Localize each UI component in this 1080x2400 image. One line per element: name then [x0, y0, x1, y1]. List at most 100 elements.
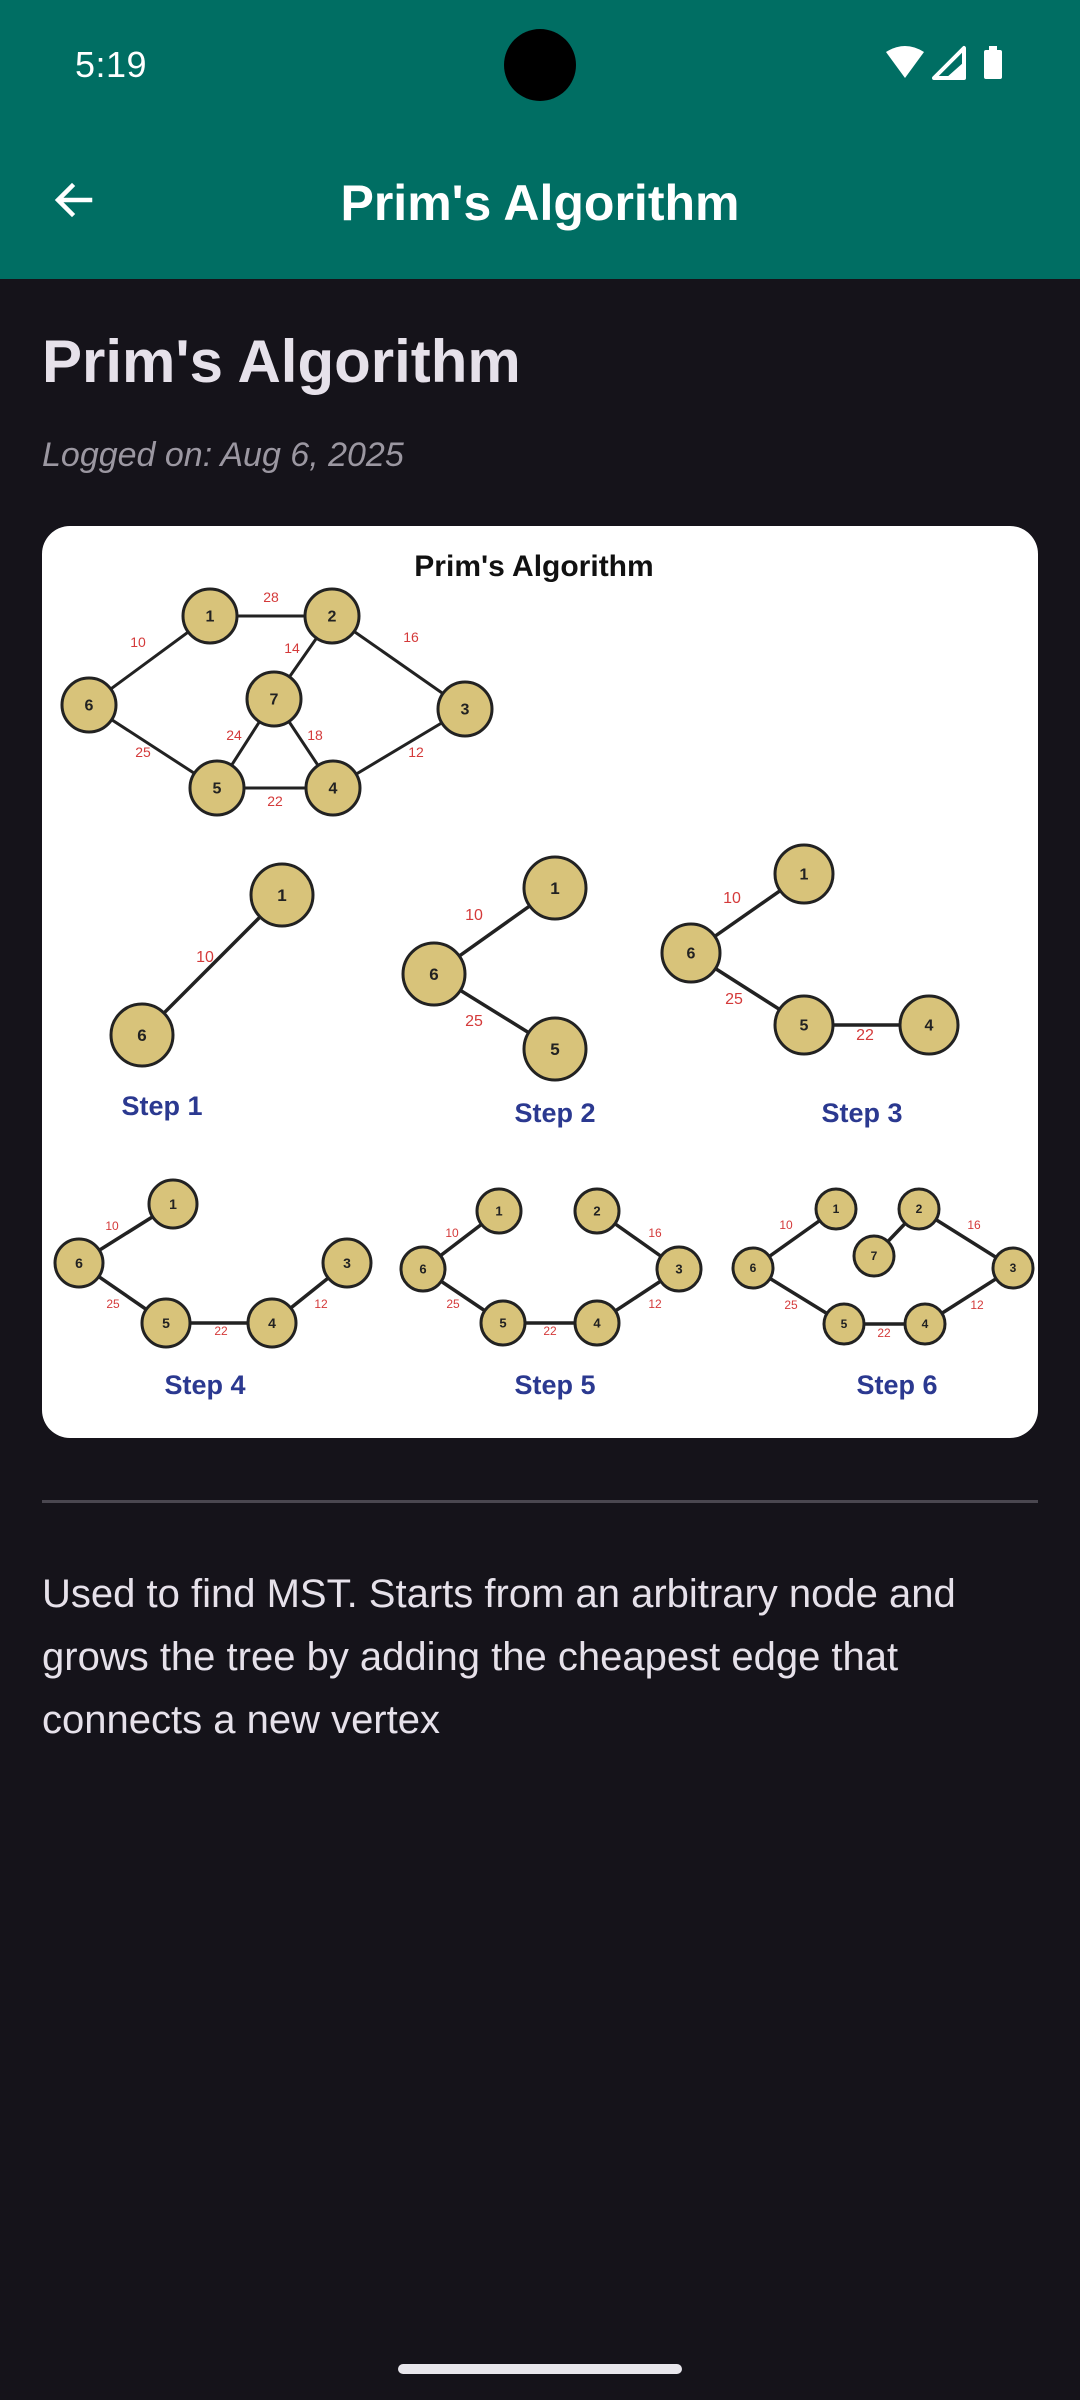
graph-node-label: 1 — [277, 886, 286, 905]
home-indicator[interactable] — [398, 2364, 682, 2374]
edge-weight-label: 22 — [856, 1027, 874, 1044]
graph-node-label: 6 — [137, 1026, 146, 1045]
step-label: Step 3 — [821, 1098, 902, 1128]
graph-node-label: 1 — [495, 1204, 502, 1219]
graph-node — [321, 1237, 373, 1289]
edge-weight-label: 10 — [723, 890, 741, 907]
edge-weight-label: 24 — [226, 727, 242, 743]
graph-node — [249, 862, 315, 928]
edge-weight-label: 22 — [877, 1326, 891, 1340]
edge-weight-label: 14 — [284, 640, 300, 656]
graph-node-label: 2 — [916, 1202, 923, 1216]
edge-weight-label: 22 — [543, 1324, 557, 1338]
graph-node — [399, 1245, 447, 1293]
divider — [42, 1500, 1038, 1503]
edge-weight-label: 25 — [784, 1298, 798, 1312]
status-icons — [884, 44, 1014, 84]
graph-node-label: 4 — [268, 1315, 276, 1331]
edge-weight-label: 22 — [267, 793, 283, 809]
step-label: Step 2 — [514, 1098, 595, 1128]
graph-node — [773, 843, 835, 905]
edge-weight-label: 12 — [970, 1298, 984, 1312]
graph-node — [188, 759, 246, 817]
graph-node — [573, 1299, 621, 1347]
edge-weight-label: 25 — [135, 744, 151, 760]
graph-node — [181, 587, 239, 645]
edge-weight-label: 16 — [967, 1218, 981, 1232]
graph-node — [898, 994, 960, 1056]
graph-node — [475, 1187, 523, 1235]
graph-node — [991, 1246, 1035, 1290]
graph-node-label: 5 — [499, 1316, 506, 1331]
edge-weight-label: 12 — [408, 744, 424, 760]
graph-node-label: 3 — [1010, 1261, 1017, 1275]
entry-title: Prim's Algorithm — [42, 328, 521, 395]
graph-node — [436, 680, 494, 738]
step-label: Step 4 — [164, 1370, 245, 1400]
edge-weight-label: 28 — [263, 589, 279, 605]
graph-node-label: 1 — [833, 1202, 840, 1216]
graph-node — [246, 1297, 298, 1349]
signal-icon — [932, 46, 966, 80]
graph-node — [814, 1187, 858, 1231]
graph-node-label: 7 — [270, 692, 279, 709]
graph-node — [109, 1002, 175, 1068]
graph-node-label: 7 — [871, 1249, 878, 1263]
graph-node-label: 4 — [593, 1316, 601, 1331]
graph-node-label: 6 — [419, 1262, 426, 1277]
graph-node-label: 6 — [750, 1261, 757, 1275]
graph-node — [655, 1245, 703, 1293]
status-bar: 5:19 — [0, 0, 1080, 130]
edge-weight-label: 25 — [106, 1297, 120, 1311]
edge-weight-label: 10 — [779, 1218, 793, 1232]
edge-weight-label: 10 — [445, 1226, 459, 1240]
step-label: Step 5 — [514, 1370, 595, 1400]
graph-node-label: 4 — [329, 781, 338, 798]
back-button[interactable] — [32, 158, 116, 242]
graph-node-label: 5 — [550, 1040, 559, 1059]
graph-node-label: 3 — [461, 702, 470, 719]
graph-node — [304, 759, 362, 817]
graph-node — [522, 1016, 588, 1082]
step-label: Step 6 — [856, 1370, 937, 1400]
graph-node — [147, 1178, 199, 1230]
graph-node — [897, 1187, 941, 1231]
graph-node-label: 6 — [429, 965, 438, 984]
graph-node — [522, 855, 588, 921]
edge-weight-label: 25 — [725, 991, 743, 1008]
status-time: 5:19 — [75, 44, 148, 85]
graph-node-label: 1 — [206, 609, 215, 626]
graph-node-label: 6 — [85, 698, 94, 715]
graph-node-label: 5 — [841, 1317, 848, 1331]
graph-node — [660, 922, 722, 984]
graph-node-label: 1 — [550, 879, 559, 898]
graph-node-label: 5 — [213, 781, 222, 798]
camera-cutout — [504, 29, 576, 101]
graph-edge — [140, 893, 284, 1037]
toolbar-title: Prim's Algorithm — [340, 175, 740, 231]
graph-node — [401, 941, 467, 1007]
graph-node — [773, 994, 835, 1056]
graph-node — [60, 676, 118, 734]
edge-weight-label: 12 — [648, 1297, 662, 1311]
edge-weight-label: 10 — [196, 949, 214, 966]
graph-node-label: 1 — [800, 867, 809, 884]
graph-node-label: 2 — [328, 609, 337, 626]
graph-node-label: 4 — [925, 1018, 934, 1035]
graph-node — [140, 1297, 192, 1349]
graph-node — [479, 1299, 527, 1347]
edge-weight-label: 22 — [214, 1324, 228, 1338]
step-label: Step 1 — [121, 1091, 202, 1121]
graph-node — [731, 1246, 775, 1290]
edge-weight-label: 10 — [130, 634, 146, 650]
graph-node-label: 1 — [169, 1196, 177, 1212]
graph-node-label: 5 — [162, 1315, 170, 1331]
logged-on-date: Logged on: Aug 6, 2025 — [42, 436, 404, 474]
graph-node — [903, 1302, 947, 1346]
edge-weight-label: 12 — [314, 1297, 328, 1311]
edge-weight-label: 18 — [307, 727, 323, 743]
graph-node — [303, 587, 361, 645]
app-header: 5:19 — [0, 0, 1080, 279]
